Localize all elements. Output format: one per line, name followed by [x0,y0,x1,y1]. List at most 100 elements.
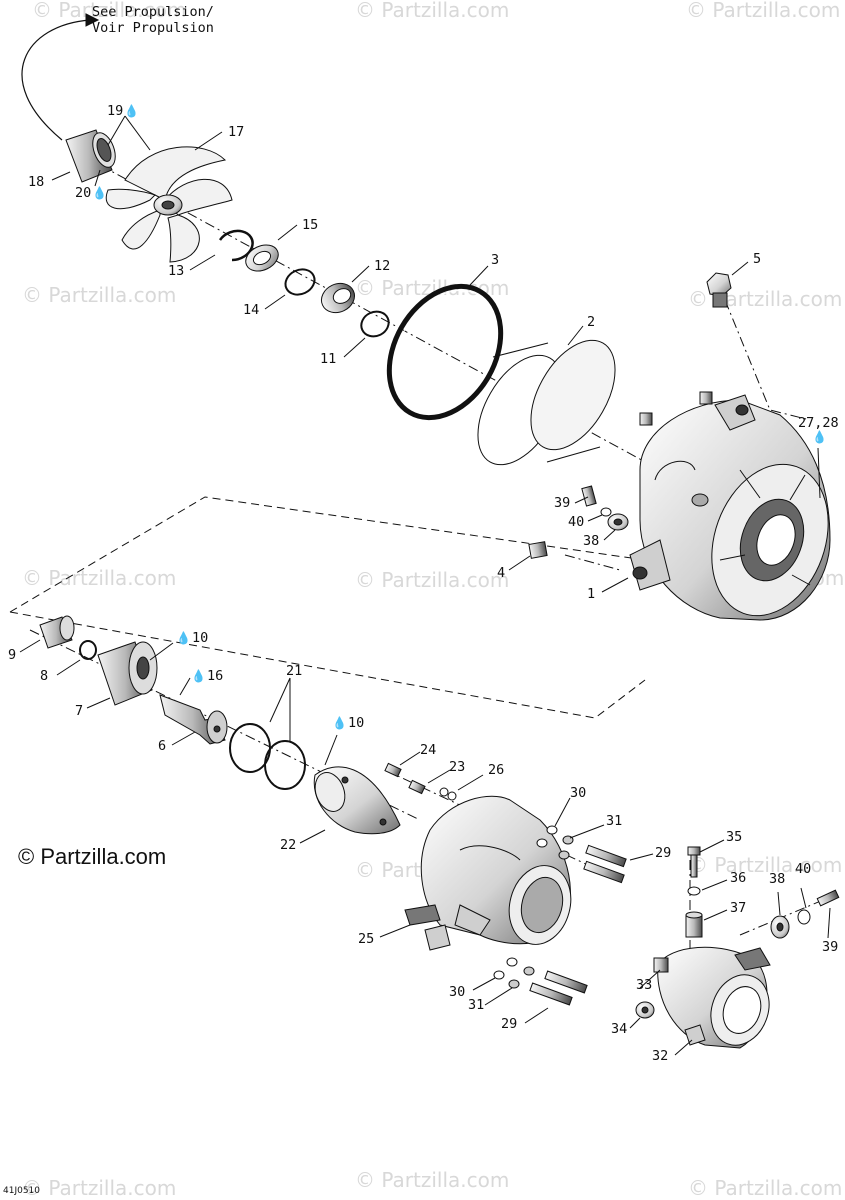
part-29-bolt-upper [583,844,627,884]
callout: 32 [652,1049,668,1063]
callout: 💧16 [191,669,223,683]
callout: 39 [822,940,838,954]
oil-drop-icon: 💧 [812,430,827,444]
callout-number: 16 [206,668,224,684]
callout: 12 [374,259,390,273]
part-26-washer-b [447,791,457,801]
part-1-pump-housing [629,394,831,621]
watermark: © Partzilla.com [22,1176,177,1200]
part-3-wear-ring-seal [386,283,504,421]
part-29-bolt-lower [529,970,588,1006]
part-17-impeller [105,146,233,263]
callout: 34 [611,1022,627,1036]
callout: 14 [243,303,259,317]
oil-drop-icon: 💧 [191,669,206,683]
oil-drop-icon: 💧 [92,186,108,200]
callout: 💧10 [176,631,208,645]
callout: 37 [730,901,746,915]
part-11-o-ring [360,310,390,338]
part-15-washer [245,244,279,272]
callout: 29 [501,1017,517,1031]
oil-drop-icon: 💧 [332,716,347,730]
callout: 23 [449,760,465,774]
watermark: © Partzilla.com [22,566,177,590]
callout-number: 1 [587,586,596,602]
housing-stud [639,391,713,426]
callout: 3 [491,253,499,267]
callout-number: 40 [568,514,585,530]
callout: 30 [570,786,586,800]
callout-number: 9 [8,647,17,663]
part-21-o-ring-b [264,740,306,790]
callout-number: 34 [611,1021,628,1037]
callout-number: 14 [243,302,260,318]
callout-number: 8 [40,668,49,684]
part-33-insert [653,957,669,973]
part-9-bushing [39,615,75,649]
callout-number: 22 [280,837,297,853]
part-35-screw [687,846,701,878]
part-5-plug [706,272,732,308]
bolt-axis-line [724,299,811,421]
watermark: © Partzilla.com [355,1168,510,1192]
callout: 39 [554,496,570,510]
callout-number: 39 [822,939,839,955]
callout-number: 38 [583,533,600,549]
callout-number: 35 [726,829,743,845]
part-32-nozzle [657,946,771,1049]
callout: 35 [726,830,742,844]
callout: 18 [28,175,44,189]
callout: 38 [583,534,599,548]
callout-number: 6 [158,738,167,754]
callout: 22 [280,838,296,852]
part-38-grommet-upper [607,513,629,531]
part-39-screw-upper [581,485,597,507]
callout: 40 [795,862,811,876]
part-31-lockwasher-upper [558,835,574,860]
diagram-code: 41J0510 [3,1186,41,1196]
callout-number: 20 [75,185,92,201]
callout-number: 19 [107,103,124,119]
callout-number: 36 [730,870,747,886]
callout: 40 [568,515,584,529]
callout: 38 [769,872,785,886]
callout: 21 [286,664,302,678]
callout: 27,28💧 [798,416,839,444]
callout-number: 33 [636,977,653,993]
part-18-hub-nut [65,129,116,183]
callout: 2 [587,315,595,329]
callout-number: 37 [730,900,747,916]
part-6-shaft [159,694,228,745]
callout-number: 12 [374,258,391,274]
watermark: © Partzilla.com [22,283,177,307]
assembly-boundary [9,496,646,719]
callout: 8 [40,669,48,683]
callout-number: 5 [753,251,762,267]
callout: 9 [8,648,16,662]
note-line-2: Voir Propulsion [92,20,214,36]
watermark: © Partzilla.com [355,568,510,592]
callout-number: 30 [570,785,587,801]
callout-number: 29 [655,845,672,861]
callout-number: 32 [652,1048,669,1064]
part-25-venturi [404,795,572,951]
callout-number: 40 [795,861,812,877]
callout: 1 [587,587,595,601]
callout-number: 10 [347,715,365,731]
part-22-cap [313,766,401,835]
stud-axis-line [564,554,621,571]
watermark: © Partzilla.com [686,0,841,22]
part-30-washer-lower [493,957,518,980]
callout: 5 [753,252,761,266]
note-line-1: See Propulsion/ [92,4,214,20]
part-23-screw [408,779,426,795]
see-propulsion-note: See Propulsion/ Voir Propulsion [92,4,214,36]
callout: 31 [606,814,622,828]
callout: 29 [655,846,671,860]
watermark: © Partzilla.com [688,1176,843,1200]
leader-lines [19,115,831,1056]
callout-number: 30 [449,984,466,1000]
part-31-lockwasher-lower [508,966,535,989]
callout: 24 [420,743,436,757]
callout-number: 3 [491,252,500,268]
